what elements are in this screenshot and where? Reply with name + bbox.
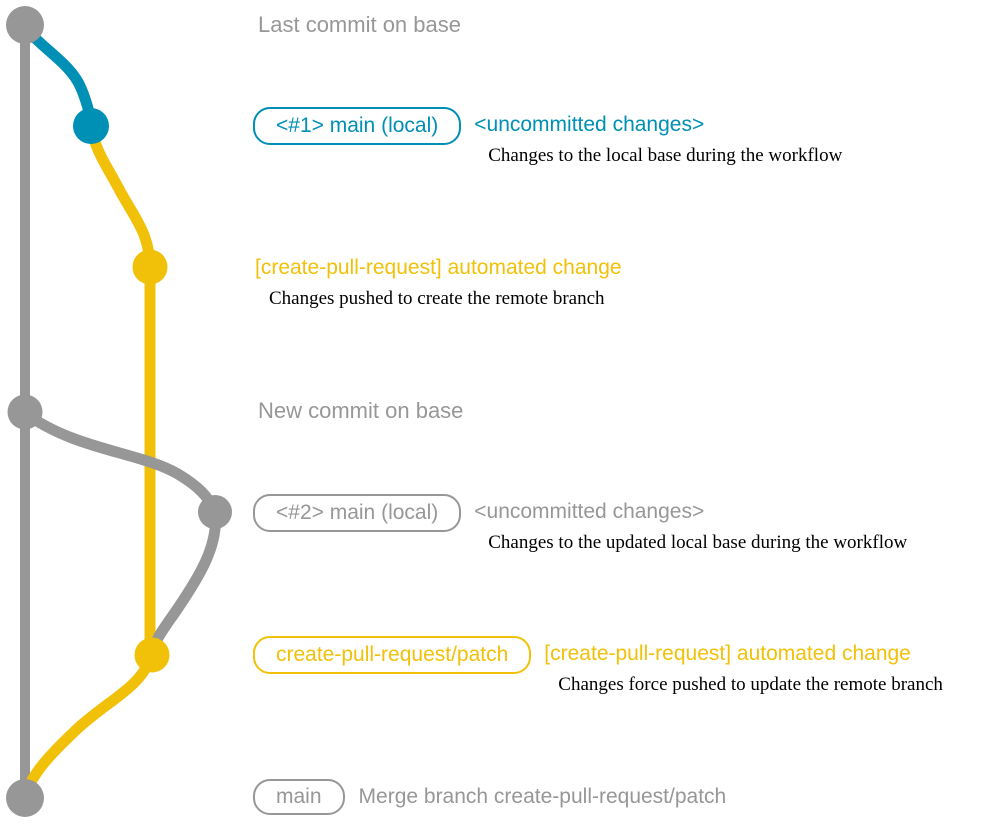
last-commit-label: Last commit on base <box>258 12 461 37</box>
commit-node-local-main-2 <box>198 495 232 529</box>
push-message-block: [create-pull-request] automated change C… <box>255 255 622 310</box>
commit-node-merge <box>6 779 44 817</box>
force-push-row: create-pull-request/patch [create-pull-r… <box>253 636 943 696</box>
commit-node-pr-force-push <box>134 637 170 673</box>
push-commit-message: [create-pull-request] automated change <box>255 256 622 279</box>
commit1-row: <#1> main (local) <uncommitted changes> … <box>253 107 842 167</box>
commit2-row: <#2> main (local) <uncommitted changes> … <box>253 494 907 554</box>
rebase-curve <box>146 506 222 661</box>
commit1-detail: Changes to the local base during the wor… <box>488 145 843 166</box>
commit1-message: <uncommitted changes> <box>474 113 705 136</box>
commit-node-last-base <box>6 6 44 44</box>
force-push-message-block: [create-pull-request] automated change C… <box>544 636 943 696</box>
merge-row: main Merge branch create-pull-request/pa… <box>253 779 726 815</box>
force-push-message: [create-pull-request] automated change <box>544 642 911 665</box>
force-push-detail: Changes force pushed to update the remot… <box>558 674 943 695</box>
push-commit-row: [create-pull-request] automated change C… <box>255 255 622 310</box>
new-commit-label: New commit on base <box>258 398 464 423</box>
branch-tag-pr-patch: create-pull-request/patch <box>253 636 532 674</box>
commit-node-new-base <box>7 394 43 430</box>
branch-tag-main: main <box>253 779 345 815</box>
commit1-message-block: <uncommitted changes> Changes to the loc… <box>474 107 842 167</box>
merge-curve <box>19 650 157 803</box>
commit-node-pr-push <box>132 249 168 285</box>
commit-node-local-main-1 <box>73 108 109 144</box>
merge-message: Merge branch create-pull-request/patch <box>358 785 727 808</box>
commit2-detail: Changes to the updated local base during… <box>488 532 908 553</box>
updated-local-main-curve <box>19 407 221 518</box>
push-commit-detail: Changes pushed to create the remote bran… <box>269 288 605 309</box>
branch-tag-main-local-1: <#1> main (local) <box>253 107 462 145</box>
commit2-message: <uncommitted changes> <box>474 500 705 523</box>
commit2-message-block: <uncommitted changes> Changes to the upd… <box>474 494 907 554</box>
branch-tag-main-local-2: <#2> main (local) <box>253 494 462 532</box>
pr-branch-create-curve <box>85 120 156 273</box>
